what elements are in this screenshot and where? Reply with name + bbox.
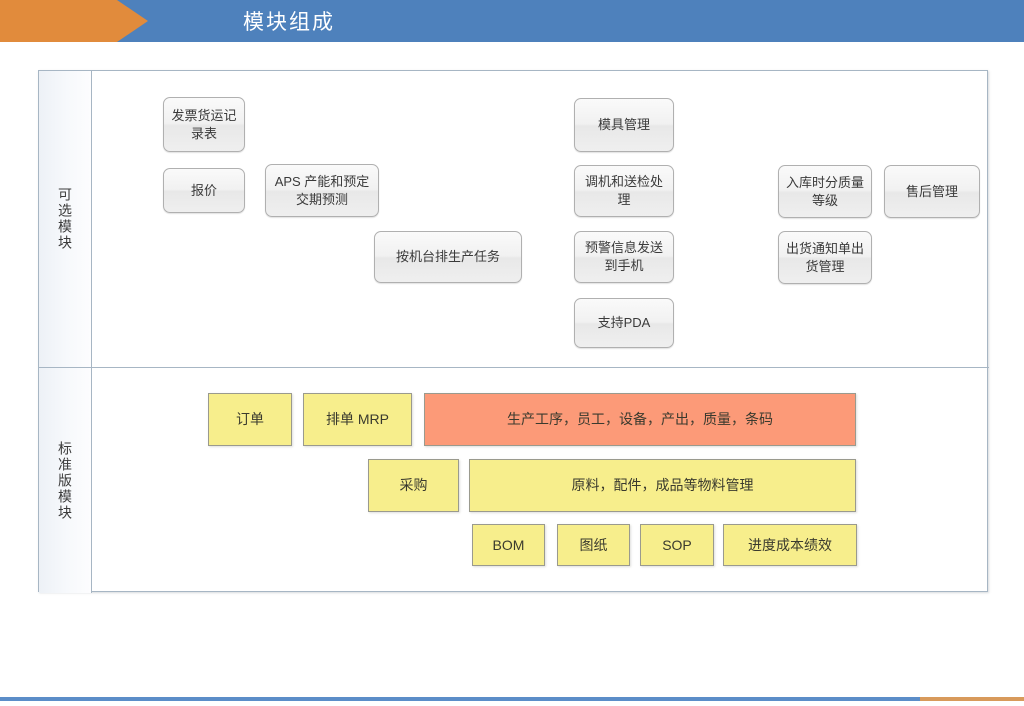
module-box-material-management[interactable]: 原料，配件，成品等物料管理: [469, 459, 856, 512]
header-bar: [0, 0, 1024, 42]
module-box-order[interactable]: 订单: [208, 393, 292, 446]
module-box-shipping-notice-management[interactable]: 出货通知单出货管理: [778, 231, 872, 284]
module-box-production-process[interactable]: 生产工序，员工，设备，产出，质量，条码: [424, 393, 856, 446]
module-box-scheduling-mrp[interactable]: 排单 MRP: [303, 393, 412, 446]
module-box-drawings[interactable]: 图纸: [557, 524, 630, 566]
module-box-machine-adjust-inspection[interactable]: 调机和送检处理: [574, 165, 674, 217]
band-standard-modules: 标准版模块: [39, 367, 989, 593]
band-label-optional: 可选模块: [39, 71, 92, 367]
module-box-inbound-quality-grading[interactable]: 入库时分质量等级: [778, 165, 872, 218]
module-box-alert-to-mobile[interactable]: 预警信息发送到手机: [574, 231, 674, 283]
module-box-schedule-by-machine[interactable]: 按机台排生产任务: [374, 231, 522, 283]
module-box-purchasing[interactable]: 采购: [368, 459, 459, 512]
page-title: 模块组成: [243, 11, 335, 34]
module-box-sop[interactable]: SOP: [640, 524, 714, 566]
module-box-invoice-shipping-record[interactable]: 发票货运记录表: [163, 97, 245, 152]
header-chevron-shape: [0, 0, 148, 42]
band-label-optional-text: 可选模块: [57, 187, 73, 251]
module-box-bom[interactable]: BOM: [472, 524, 545, 566]
band-label-standard-text: 标准版模块: [57, 440, 73, 521]
module-box-after-sales-management[interactable]: 售后管理: [884, 165, 980, 218]
module-box-progress-cost-performance[interactable]: 进度成本绩效: [723, 524, 857, 566]
band-optional-modules: 可选模块: [39, 71, 989, 367]
footer-accent-segment: [920, 697, 1024, 701]
footer-bar: [0, 697, 1024, 701]
module-box-quotation[interactable]: 报价: [163, 168, 245, 213]
module-box-pda-support[interactable]: 支持PDA: [574, 298, 674, 348]
band-label-standard: 标准版模块: [39, 368, 92, 593]
module-box-aps-capacity-forecast[interactable]: APS 产能和预定交期预测: [265, 164, 379, 217]
module-box-mold-management[interactable]: 模具管理: [574, 98, 674, 152]
header-underline: [0, 42, 1024, 45]
